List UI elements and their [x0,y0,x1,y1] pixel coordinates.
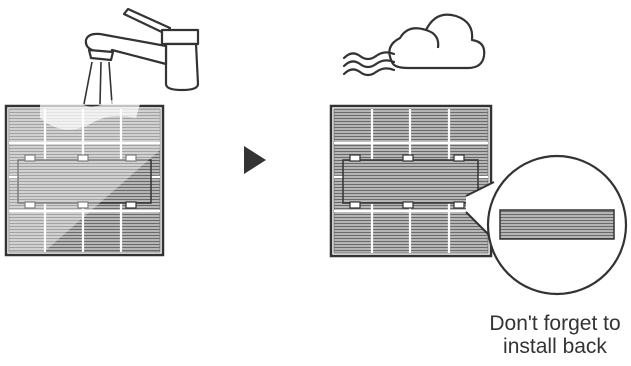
filter-dried [329,104,493,258]
faucet-icon [84,7,200,92]
caption-line-2: install back [503,335,607,358]
magnifier-icon [465,154,628,296]
magnified-filter-panel [499,209,615,240]
caption-line-1: Don't forget to [489,312,621,335]
play-arrow-icon [244,146,266,174]
water-stream [83,61,113,105]
wind-icon [342,51,396,77]
cloud-icon [388,13,486,70]
filter-washed [4,93,165,257]
install-reminder-caption: Don't forget to install back [445,312,631,358]
